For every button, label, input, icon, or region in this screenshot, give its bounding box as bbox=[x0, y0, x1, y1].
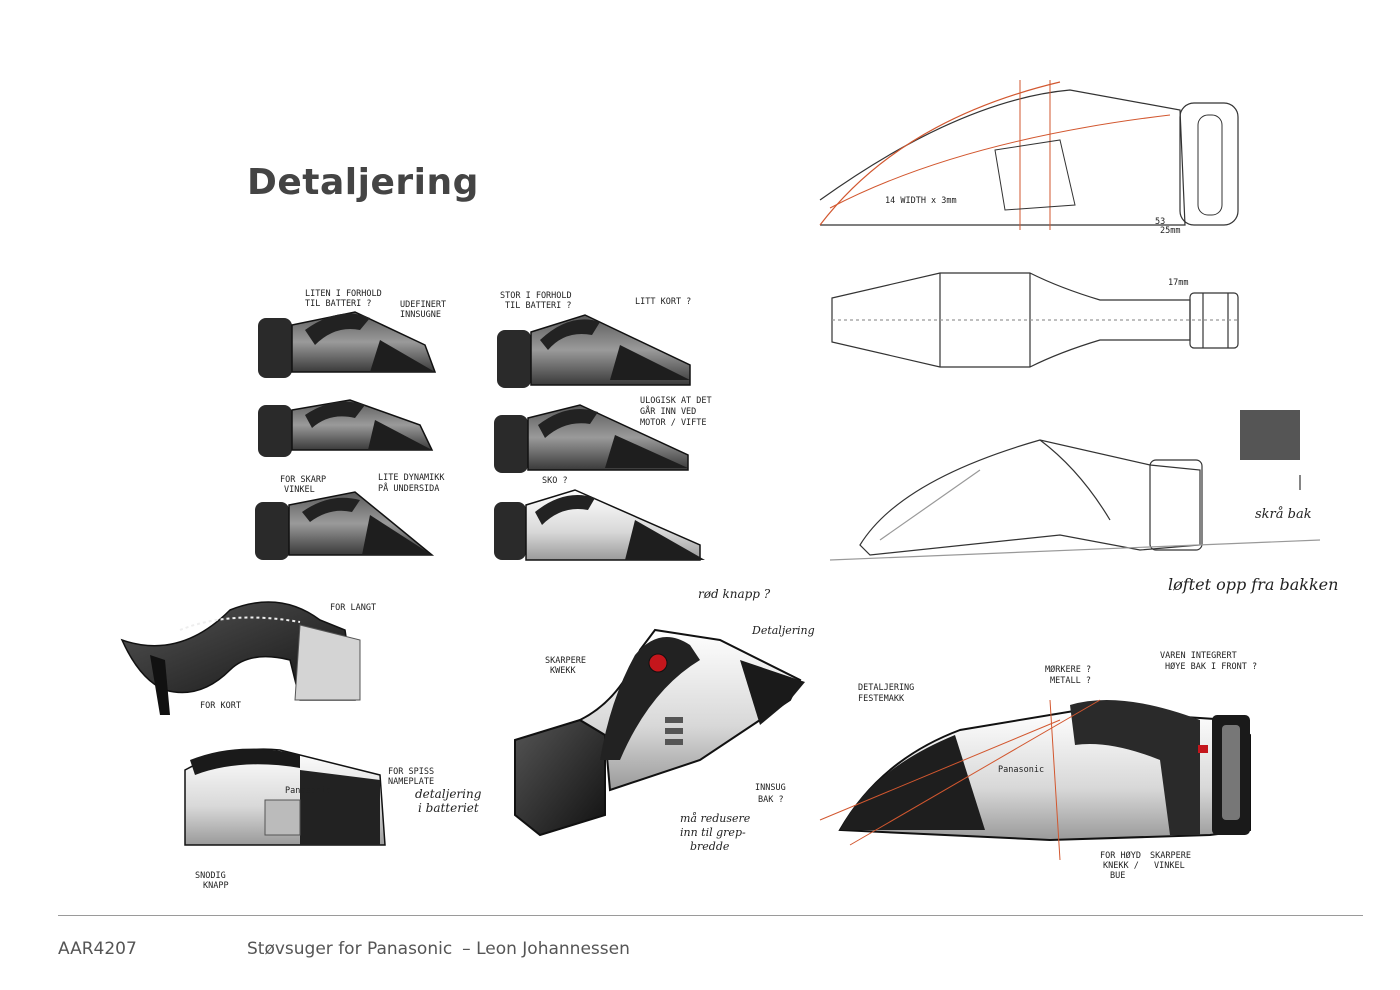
note-15b: KWEKK bbox=[550, 666, 576, 676]
note-2: UDEFINERT bbox=[400, 300, 446, 310]
dimension-label-4: 17mm bbox=[1168, 278, 1188, 288]
page-title: Detaljering bbox=[247, 162, 479, 203]
nameplate-brand: Panasonic bbox=[285, 786, 331, 796]
footer-divider bbox=[58, 915, 1363, 916]
note-12b: KNAPP bbox=[203, 881, 229, 891]
note-13: rød knapp ? bbox=[698, 587, 771, 601]
note-24: FOR HØYD bbox=[1100, 850, 1141, 861]
note-17b: BAK ? bbox=[758, 795, 784, 805]
note-18c: bredde bbox=[690, 840, 730, 853]
note-5c: MOTOR / VIFTE bbox=[640, 418, 707, 428]
handle-detail-sketch bbox=[120, 601, 361, 715]
note-23b: HØYE BAK I FRONT ? bbox=[1165, 661, 1257, 672]
note-21: DETALJERING bbox=[858, 683, 914, 693]
note-7b: PÅ UNDERSIDA bbox=[378, 482, 439, 494]
note-6: FOR SKARP bbox=[280, 475, 326, 485]
dimension-label-1: 14 WIDTH x 3mm bbox=[885, 196, 957, 206]
note-9: FOR LANGT bbox=[330, 603, 376, 613]
note-15: SKARPERE bbox=[545, 656, 586, 666]
note-5b: GÅR INN VED bbox=[640, 405, 696, 417]
note-11: FOR SPISS bbox=[388, 767, 434, 777]
note-24c: BUE bbox=[1110, 871, 1125, 881]
note-14: Detaljering bbox=[751, 624, 815, 637]
subject-title: Støvsuger for Panasonic bbox=[247, 939, 453, 959]
perspective-line-sketch bbox=[829, 410, 1321, 561]
note-8: SKO ? bbox=[542, 476, 568, 486]
thumbnail-sketch-6 bbox=[494, 489, 705, 561]
body-brand: Panasonic bbox=[998, 765, 1044, 775]
note-22: MØRKERE ? bbox=[1045, 664, 1091, 675]
technical-top-view: 17mm bbox=[831, 272, 1239, 368]
note-1b: TIL BATTERI ? bbox=[305, 299, 372, 309]
note-4: LITT KORT ? bbox=[635, 297, 691, 307]
note-2b: INNSUGNE bbox=[400, 310, 441, 320]
thumbnail-sketch-3 bbox=[255, 491, 435, 560]
note-16: detaljering bbox=[415, 787, 482, 801]
thumbnail-sketch-4 bbox=[497, 314, 691, 388]
note-1: LITEN I FORHOLD bbox=[305, 289, 382, 299]
thumbnail-sketch-5 bbox=[494, 404, 689, 473]
note-17: INNSUG bbox=[755, 783, 786, 793]
note-3: STOR I FORHOLD bbox=[500, 291, 572, 301]
note-19: skrå bak bbox=[1255, 506, 1312, 522]
course-code: AAR4207 bbox=[58, 939, 137, 959]
thumbnail-sketch-2 bbox=[258, 399, 434, 457]
note-7: LITE DYNAMIKK bbox=[378, 473, 445, 483]
note-3b: TIL BATTERI ? bbox=[505, 301, 572, 311]
note-10: FOR KORT bbox=[200, 701, 241, 711]
footer-subject: Støvsuger for Panasonic – Leon Johannesse… bbox=[247, 939, 630, 959]
center-rendering bbox=[514, 628, 805, 837]
dimension-label-2: 25mm bbox=[1160, 226, 1180, 236]
note-24b: KNEKK / bbox=[1103, 861, 1139, 871]
note-16b: i batteriet bbox=[418, 801, 479, 815]
note-21b: FESTEMAKK bbox=[858, 694, 905, 704]
note-12: SNODIG bbox=[195, 871, 226, 881]
right-rendering: Panasonic bbox=[819, 699, 1251, 861]
note-22b: METALL ? bbox=[1050, 676, 1091, 686]
annotation-notes: LITEN I FORHOLD TIL BATTERI ? UDEFINERT … bbox=[195, 289, 1338, 891]
nameplate-detail-sketch: Panasonic bbox=[184, 748, 386, 846]
note-18b: inn til grep- bbox=[680, 826, 746, 839]
note-25b: VINKEL bbox=[1154, 861, 1185, 871]
note-25: SKARPERE bbox=[1150, 851, 1191, 861]
thumbnail-sketch-1 bbox=[258, 311, 437, 378]
note-5: ULOGISK AT DET bbox=[640, 396, 712, 406]
note-23: VAREN INTEGRERT bbox=[1160, 651, 1237, 661]
dimension-label-3: 53 bbox=[1155, 217, 1165, 227]
note-11b: NAMEPLATE bbox=[388, 777, 434, 787]
technical-side-view: 14 WIDTH x 3mm 25mm 53 bbox=[819, 80, 1239, 236]
note-6b: VINKEL bbox=[284, 485, 315, 495]
author-name: – Leon Johannessen bbox=[462, 939, 630, 959]
note-18: må redusere bbox=[680, 812, 751, 825]
note-20: løftet opp fra bakken bbox=[1168, 575, 1338, 594]
